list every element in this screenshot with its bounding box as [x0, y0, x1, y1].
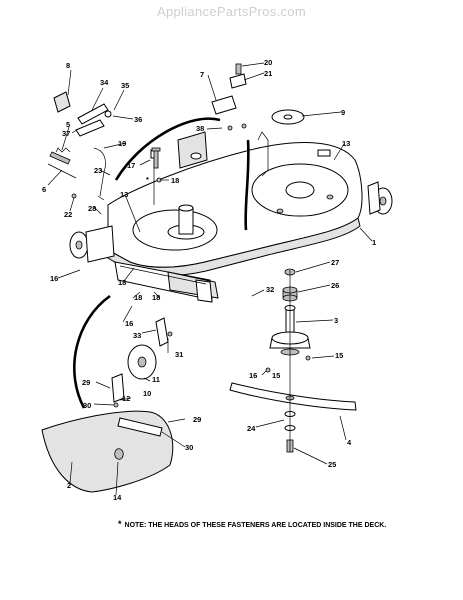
- callout-15-right: 15: [335, 351, 343, 360]
- callout-11: 11: [152, 375, 160, 384]
- callout-38: 38: [196, 124, 204, 133]
- gauge-wheel-right: [367, 181, 393, 215]
- callout-37: 37: [62, 129, 70, 138]
- callout-7: 7: [200, 70, 204, 79]
- callout-21: 21: [264, 69, 272, 78]
- callout-23: 23: [94, 166, 102, 175]
- gauge-wheel-arm-parts: [47, 91, 112, 201]
- note-star: *: [118, 519, 122, 529]
- callout-18-left: 18: [118, 278, 126, 287]
- callout-1: 1: [372, 238, 376, 247]
- callout-29-right: 29: [193, 415, 201, 424]
- arrow-wheel-to-deck: [114, 117, 221, 181]
- note-text: NOTE: THE HEADS OF THESE FASTENERS ARE L…: [124, 522, 387, 529]
- callout-13-left: 13: [120, 190, 128, 199]
- callout-17: 17: [127, 161, 135, 170]
- callout-14: 14: [113, 493, 122, 502]
- callout-31: 31: [175, 350, 183, 359]
- callout-9: 9: [341, 108, 345, 117]
- arrow-chute-to-deck: [72, 294, 111, 409]
- callout-13-right: 13: [342, 139, 350, 148]
- callout-8: 8: [66, 61, 70, 70]
- callout-25: 25: [328, 460, 336, 469]
- callout-3: 3: [334, 316, 338, 325]
- callout-16-left: 16: [50, 274, 58, 283]
- callout-4: 4: [347, 438, 352, 447]
- callout-28: 28: [88, 204, 96, 213]
- callout-30-left: 30: [83, 401, 91, 410]
- callout-6: 6: [42, 185, 46, 194]
- deck-label-plate: [317, 149, 331, 157]
- callout-18-right: 18: [152, 293, 160, 302]
- right-bracket: [257, 131, 269, 177]
- callout-30-right: 30: [185, 443, 193, 452]
- gauge-wheel-left: [69, 225, 115, 263]
- callout-15-left: 15: [272, 371, 280, 380]
- callout-36: 36: [134, 115, 142, 124]
- arrow-spindle-to-deck: [244, 139, 250, 231]
- callout-22: 22: [64, 210, 72, 219]
- callout-16-bottom: 16: [125, 319, 133, 328]
- callout-19: 19: [118, 139, 126, 148]
- callout-34: 34: [100, 78, 109, 87]
- callout-5: 5: [66, 120, 70, 129]
- spindle-plate-9: [271, 109, 305, 125]
- callout-numbers: 8 34 35 36 5 37 19 23 6 22 13 28 17 * 18…: [42, 58, 376, 502]
- lower-wheel-and-chute: [41, 317, 174, 493]
- callout-star-18: *: [146, 175, 149, 184]
- callout-10: 10: [143, 389, 151, 398]
- callout-12: 12: [122, 394, 130, 403]
- callout-35: 35: [121, 81, 129, 90]
- fastener-note: *NOTE: THE HEADS OF THESE FASTENERS ARE …: [118, 519, 418, 529]
- callout-16-spindle: 16: [249, 371, 257, 380]
- callout-32: 32: [266, 285, 274, 294]
- leader-lines: [47, 62, 373, 496]
- bolt-17: [151, 147, 162, 183]
- deck-front-rail: [114, 261, 219, 303]
- callout-18-top: 18: [171, 176, 179, 185]
- callout-20: 20: [264, 58, 272, 67]
- callout-29-left: 29: [82, 378, 90, 387]
- callout-18-mid: 18: [134, 293, 142, 302]
- spindle-assembly: [229, 268, 357, 453]
- callout-2: 2: [67, 481, 71, 490]
- watermark: AppliancePartsPros.com: [157, 4, 306, 19]
- callout-24: 24: [247, 424, 256, 433]
- deck-spindle-left: [167, 204, 205, 240]
- callout-26: 26: [331, 281, 339, 290]
- callout-27: 27: [331, 258, 339, 267]
- deck-shell: [107, 142, 363, 277]
- hanger-parts: [211, 63, 247, 131]
- callout-33: 33: [133, 331, 141, 340]
